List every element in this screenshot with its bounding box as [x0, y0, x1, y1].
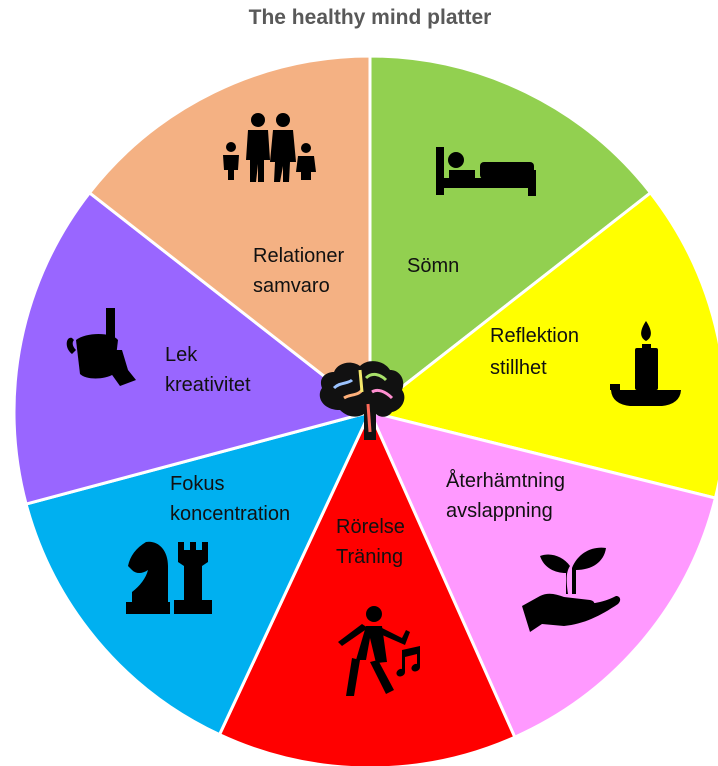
segment-label-aterhamtning: Återhämtning avslappning [446, 469, 565, 522]
svg-text:stillhet: stillhet [490, 357, 547, 379]
svg-text:avslappning: avslappning [446, 500, 553, 522]
segment-label-fokus: Fokus koncentration [170, 473, 290, 525]
family-icon [223, 113, 316, 182]
segment-rorelse [217, 408, 517, 766]
segment-label-rorelse: Rörelse Träning [336, 516, 405, 568]
bucket-spade-icon [66, 308, 136, 386]
segment-label-relationer: Relationer samvaro [253, 245, 345, 297]
segment-reflektion [366, 190, 718, 500]
svg-text:Återhämtning: Återhämtning [446, 469, 565, 492]
segment-label-somn: Sömn [407, 255, 459, 277]
chess-pieces-icon [126, 541, 212, 614]
svg-text:kreativitet: kreativitet [165, 374, 251, 396]
svg-text:Reflektion: Reflektion [490, 325, 579, 347]
svg-text:Fokus: Fokus [170, 473, 224, 495]
svg-text:samvaro: samvaro [253, 275, 330, 297]
bed-icon [436, 147, 536, 196]
candle-icon [610, 321, 681, 406]
svg-text:Rörelse: Rörelse [336, 516, 405, 538]
segment-label-lek: Lek kreativitet [165, 344, 251, 396]
dancer-music-icon [338, 606, 420, 696]
plant-in-hand-icon [522, 547, 621, 632]
segment-somn [368, 54, 653, 416]
svg-text:Relationer: Relationer [253, 245, 345, 267]
segment-lek [12, 190, 374, 506]
svg-text:koncentration: koncentration [170, 503, 290, 525]
segment-relationer [87, 54, 372, 416]
page-title: The healthy mind platter [249, 6, 492, 29]
svg-text:Lek: Lek [165, 344, 198, 366]
segment-aterhamtning [367, 409, 718, 740]
svg-text:Träning: Träning [336, 546, 403, 568]
platter-wheel [12, 54, 718, 766]
segment-label-reflektion: Reflektion stillhet [490, 325, 579, 379]
brain-icon [319, 361, 405, 440]
svg-text:Sömn: Sömn [407, 255, 459, 277]
